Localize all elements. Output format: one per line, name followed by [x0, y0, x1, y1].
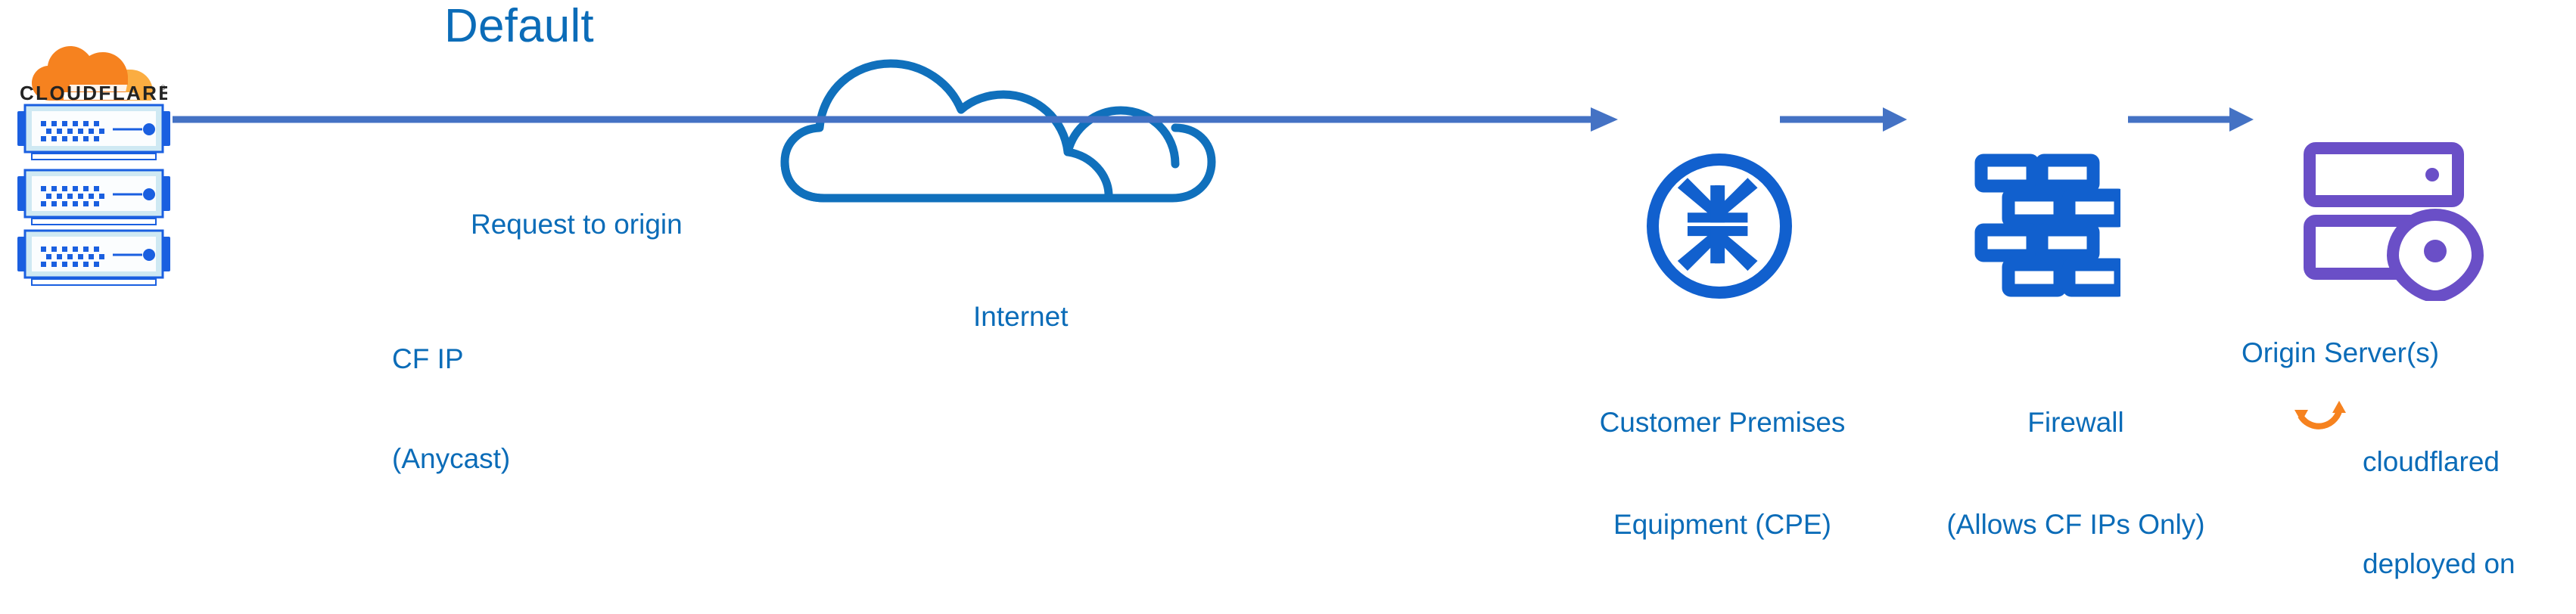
cloudflare-wordmark: CLOUDFLARE ®	[20, 81, 172, 105]
cpe-label-line-2: Equipment (CPE)	[1613, 509, 1831, 540]
cloudflare-server-icon	[14, 166, 174, 226]
origin-server-label: Origin Server(s)	[2242, 337, 2440, 368]
request-to-origin-label: Request to origin	[471, 209, 683, 240]
cf-ip-line-1: CF IP	[392, 343, 464, 374]
page-title: Default	[444, 0, 594, 52]
sync-arrows-icon	[2291, 383, 2349, 440]
firewall-label-line-1: Firewall	[2027, 407, 2124, 438]
cloudflared-note-label: cloudflared deployed on servers	[2363, 377, 2515, 614]
cf-ip-line-2: (Anycast)	[392, 443, 511, 474]
cf-ip-label: CF IP (Anycast)	[392, 276, 510, 542]
cloudflare-server-icon	[14, 226, 174, 287]
cloudflared-note-line-1: cloudflared	[2363, 446, 2500, 477]
cpe-to-firewall-arrow	[1780, 104, 1907, 135]
internet-label: Internet	[973, 301, 1069, 332]
firewall-label: Firewall (Allows CF IPs Only)	[1913, 337, 2238, 609]
svg-text:®: ®	[160, 84, 166, 91]
svg-text:CLOUDFLARE: CLOUDFLARE	[20, 82, 167, 104]
cloudflared-note-line-2: deployed on	[2363, 548, 2515, 579]
firewall-label-line-2: (Allows CF IPs Only)	[1946, 509, 2205, 540]
internet-cloud-icon	[779, 47, 1248, 209]
router-arrows-icon	[1641, 147, 1798, 305]
brick-wall-icon	[1969, 148, 2127, 299]
cpe-label: Customer Premises Equipment (CPE)	[1563, 337, 1881, 609]
request-flow-arrow	[173, 104, 1618, 135]
firewall-to-origin-arrow	[2128, 104, 2254, 135]
cloudflare-logo-icon	[17, 45, 168, 110]
cpe-label-line-1: Customer Premises	[1599, 407, 1846, 438]
cloudflare-server-icon	[14, 101, 174, 161]
server-rack-pin-icon	[2302, 141, 2484, 303]
